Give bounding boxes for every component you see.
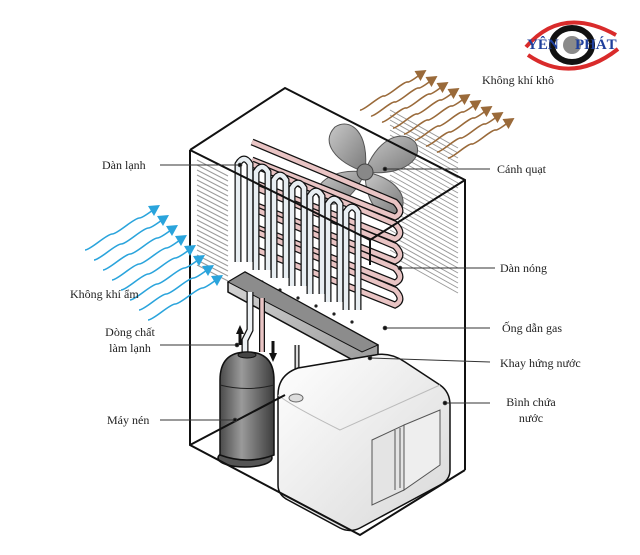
tank-handle bbox=[371, 409, 441, 506]
water-drop-icon bbox=[332, 312, 336, 316]
leader-drip-tray bbox=[369, 357, 491, 363]
humid-air-arrow bbox=[93, 219, 163, 261]
humid-air-arrow-head bbox=[148, 205, 160, 216]
arrow-down-icon bbox=[269, 353, 277, 362]
label-compressor: Máy nén bbox=[107, 413, 150, 427]
humid-air-arrow bbox=[84, 209, 154, 251]
label-water-tank-line2: nước bbox=[518, 411, 544, 425]
humid-air-arrow-head bbox=[157, 215, 169, 226]
housing-outline bbox=[189, 86, 466, 537]
label-refrigerant-flow-line1: Dòng chất bbox=[105, 325, 155, 339]
water-tank bbox=[277, 353, 451, 532]
label-refrigerant-flow: Dòng chất làm lạnh bbox=[95, 324, 165, 356]
humid-air-arrow-head bbox=[193, 255, 205, 266]
water-drop-icon bbox=[350, 320, 354, 324]
dry-air-arrow-head bbox=[414, 70, 427, 81]
humid-air-arrow bbox=[138, 269, 208, 311]
logo-red-arc-top bbox=[524, 20, 617, 49]
dry-air-arrows bbox=[359, 70, 515, 159]
label-gas-pipe: Ống dẫn gas bbox=[502, 321, 562, 335]
water-drop-icon bbox=[296, 296, 300, 300]
water-drop-icon bbox=[314, 304, 318, 308]
humid-air-arrow-head bbox=[175, 235, 187, 246]
logo-text-right: PHÁT bbox=[575, 37, 617, 53]
label-drip-tray: Khay hứng nước bbox=[500, 356, 581, 370]
dry-air-arrow-head bbox=[458, 94, 471, 105]
logo-text-left: YÊN bbox=[527, 37, 559, 53]
label-water-tank: Bình chứa nước bbox=[496, 394, 566, 426]
dry-air-arrow-head bbox=[480, 106, 493, 117]
dry-air-arrow bbox=[403, 98, 464, 135]
dry-air-arrow-head bbox=[436, 82, 449, 93]
label-dry-air: Không khí khô bbox=[482, 73, 554, 87]
humid-air-arrow-head bbox=[184, 245, 196, 256]
yen-phat-logo bbox=[524, 20, 620, 71]
humid-air-arrows bbox=[84, 205, 223, 321]
humid-air-arrow bbox=[147, 279, 217, 321]
logo-pupil bbox=[563, 36, 581, 54]
compressor bbox=[217, 351, 275, 468]
dry-air-arrow-head bbox=[502, 118, 515, 129]
label-humid-air: Không khí ẩm bbox=[70, 287, 139, 301]
dry-air-arrow bbox=[359, 74, 420, 111]
humid-air-arrow bbox=[120, 249, 190, 291]
humid-air-arrow-head bbox=[202, 265, 214, 276]
dry-air-arrow-head bbox=[491, 112, 504, 123]
leader-lines bbox=[160, 162, 495, 423]
dry-air-arrow bbox=[447, 122, 508, 159]
humid-air-arrow bbox=[102, 229, 172, 271]
dry-air-arrow bbox=[414, 104, 475, 141]
humid-air-arrow-head bbox=[211, 275, 223, 286]
dry-air-arrow bbox=[381, 86, 442, 123]
label-condenser: Dàn nóng bbox=[500, 261, 547, 275]
label-water-tank-line1: Bình chứa bbox=[506, 395, 556, 409]
humid-air-arrow-head bbox=[166, 225, 178, 236]
dry-air-arrow bbox=[436, 116, 497, 153]
dry-air-arrow-head bbox=[469, 100, 482, 111]
dry-air-arrow-head bbox=[425, 76, 438, 87]
label-evaporator: Dàn lạnh bbox=[102, 158, 146, 172]
left-grille bbox=[196, 159, 229, 282]
dry-air-arrow bbox=[392, 92, 453, 129]
arrow-up-icon bbox=[236, 325, 244, 334]
humid-air-arrow bbox=[129, 259, 199, 301]
humid-air-arrow bbox=[111, 239, 181, 281]
evaporator-coil bbox=[234, 155, 362, 344]
label-fan: Cánh quạt bbox=[497, 162, 546, 176]
logo-red-arc-bottom bbox=[526, 47, 620, 71]
dry-air-arrow-head bbox=[447, 88, 460, 99]
dry-air-arrow bbox=[425, 110, 486, 147]
dry-air-arrow bbox=[370, 80, 431, 117]
label-refrigerant-flow-line2: làm lạnh bbox=[109, 341, 151, 355]
